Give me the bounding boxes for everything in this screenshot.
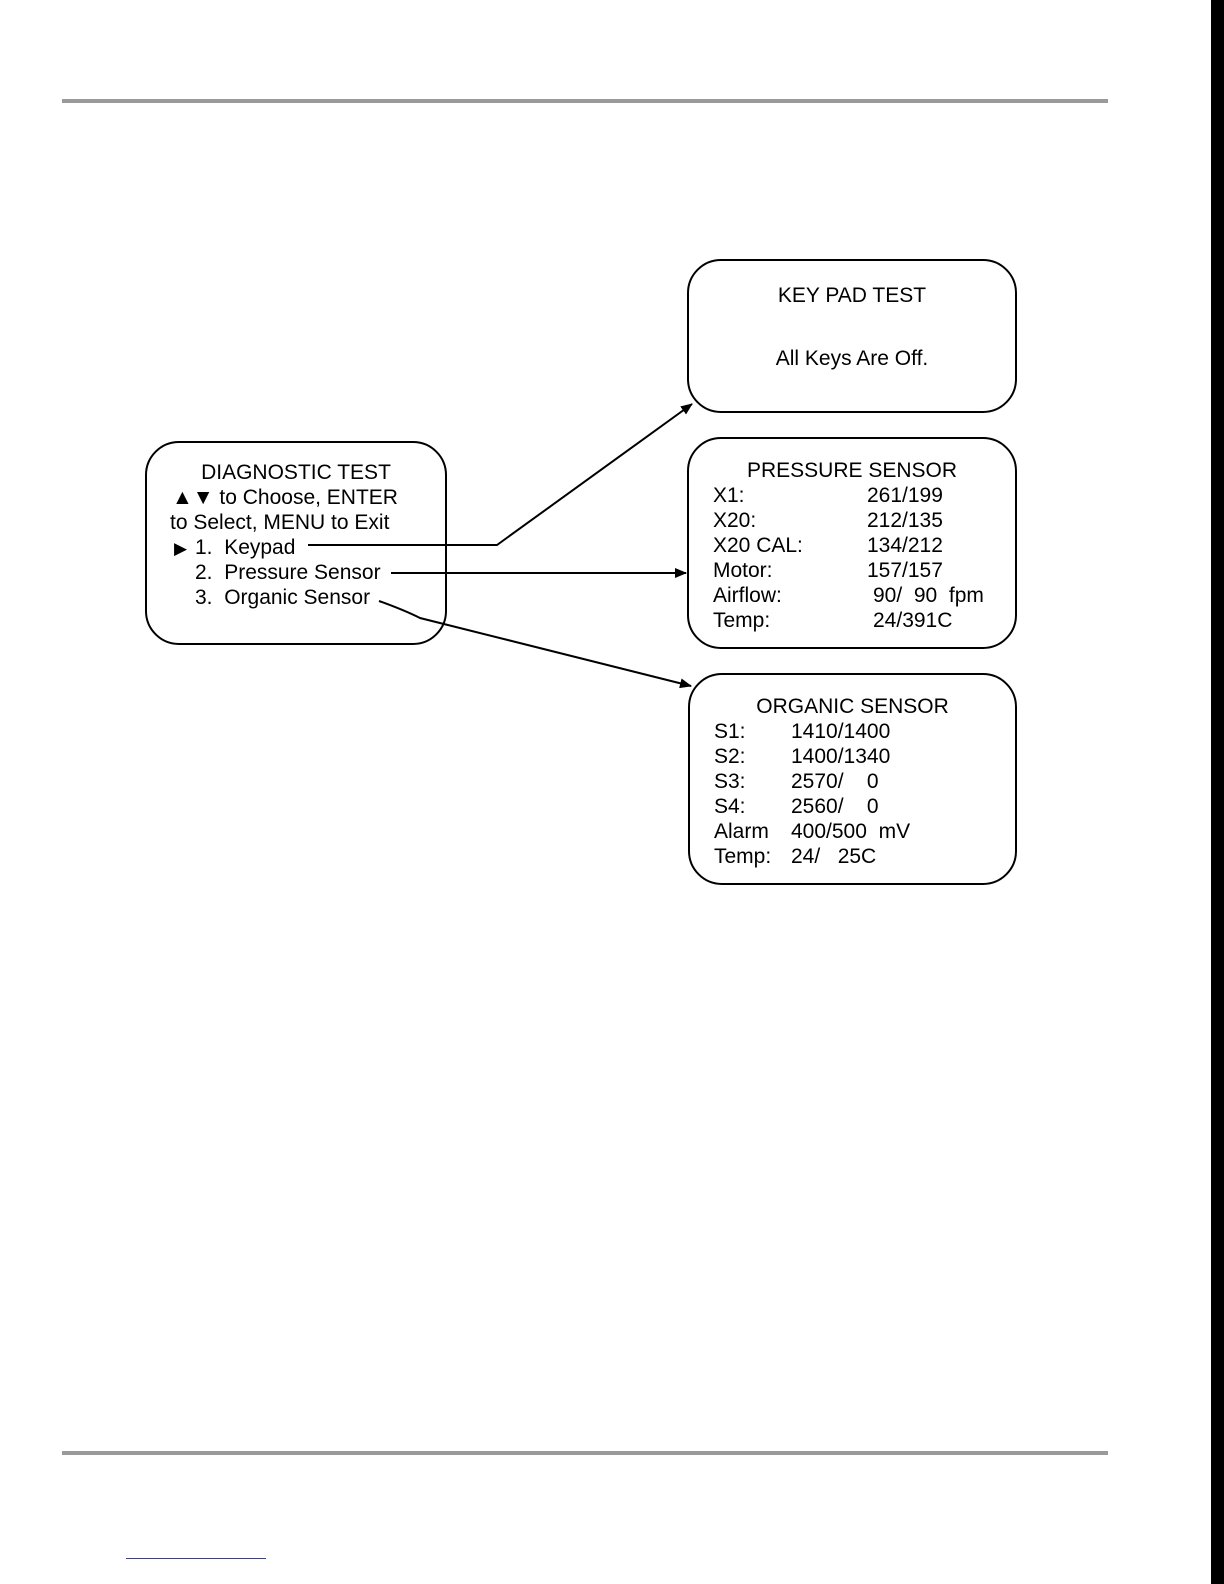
organic-row-label: Alarm (714, 820, 769, 843)
organic-sensor-title: ORGANIC SENSOR (756, 695, 949, 718)
pressure-row-label: X20 CAL: (713, 534, 803, 557)
pressure-row-value: 24/391C (873, 609, 953, 632)
menu-item-label: Keypad (224, 536, 296, 559)
menu-item-number: 3. (195, 586, 213, 609)
pressure-row-value: 157/157 (867, 559, 943, 582)
page-edge-bar (1211, 0, 1224, 1584)
menu-item-number: 1. (195, 536, 213, 559)
diagnostic-instruction-line-2: to Select, MENU to Exit (170, 511, 390, 534)
organic-row-label: S2: (714, 745, 746, 768)
footer-rule (62, 1451, 1108, 1455)
pressure-row-value: 134/212 (867, 534, 943, 557)
menu-item-label: Organic Sensor (224, 586, 371, 609)
header-rule (62, 99, 1108, 103)
organic-row-value: 2570/ 0 (791, 770, 879, 793)
organic-row-label: S4: (714, 795, 746, 818)
diagnostic-title: DIAGNOSTIC TEST (201, 461, 391, 484)
organic-sensor-screen: ORGANIC SENSOR S1: 1410/1400 S2: 1400/13… (688, 673, 1017, 885)
organic-row-label: S3: (714, 770, 746, 793)
pressure-row-label: Temp: (713, 609, 771, 632)
pressure-row-label: X1: (713, 484, 745, 507)
menu-item-pressure-sensor: 2. Pressure Sensor (195, 560, 381, 585)
diagnostic-test-screen: DIAGNOSTIC TEST ▲▼ to Choose, ENTER to S… (145, 441, 447, 645)
keypad-test-message: All Keys Are Off. (775, 347, 929, 370)
menu-item-keypad: 1. Keypad (195, 535, 295, 560)
footer-link-underline (126, 1558, 266, 1559)
pressure-row-label: X20: (713, 509, 757, 532)
organic-row-label: Temp: (714, 845, 772, 868)
menu-item-organic-sensor: 3. Organic Sensor (195, 585, 370, 610)
menu-item-label: Pressure Sensor (224, 561, 381, 584)
pressure-sensor-screen: PRESSURE SENSOR X1: 261/199 X20: 212/135… (687, 437, 1017, 649)
keypad-test-screen: KEY PAD TEST All Keys Are Off. (687, 259, 1017, 413)
pressure-row-value: 212/135 (867, 509, 943, 532)
menu-item-number: 2. (195, 561, 213, 584)
pressure-row-value: 261/199 (867, 484, 943, 507)
organic-row-value: 400/500 mV (791, 820, 911, 843)
pressure-row-label: Motor: (713, 559, 773, 582)
organic-row-value: 2560/ 0 (791, 795, 879, 818)
organic-row-value: 24/ 25C (791, 845, 877, 868)
selection-pointer-icon: ▶ (174, 539, 188, 558)
organic-row-label: S1: (714, 720, 746, 743)
diagnostic-instruction-line-1: ▲▼ to Choose, ENTER (172, 486, 398, 509)
pressure-row-value: 90/ 90 fpm (873, 584, 984, 607)
keypad-test-title: KEY PAD TEST (777, 284, 927, 307)
pressure-sensor-title: PRESSURE SENSOR (746, 459, 958, 482)
organic-row-value: 1410/1400 (791, 720, 891, 743)
organic-row-value: 1400/1340 (791, 745, 891, 768)
pressure-row-label: Airflow: (713, 584, 782, 607)
